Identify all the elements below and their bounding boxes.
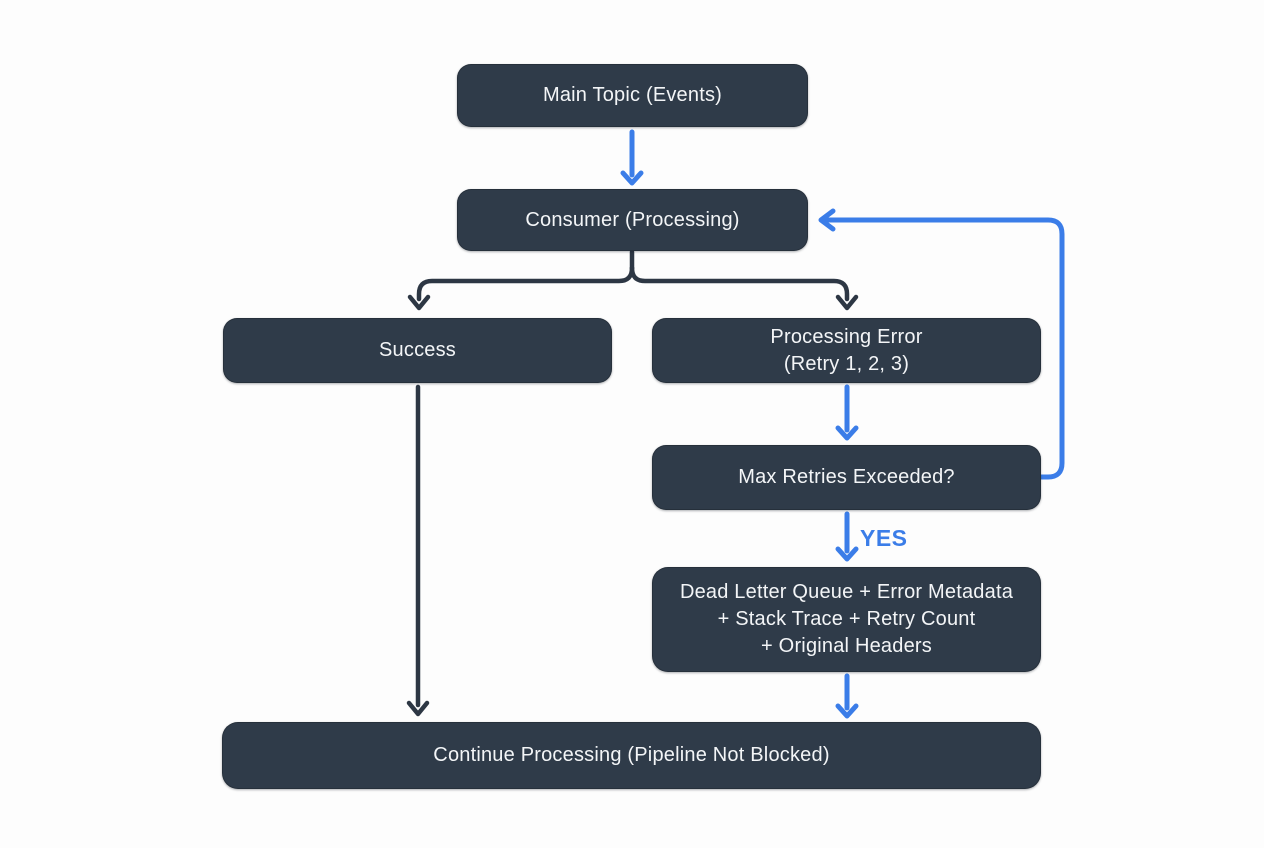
node-dead-letter-queue: Dead Letter Queue + Error Metadata + Sta… [652, 567, 1041, 672]
edge-error-to-max-retries [835, 384, 859, 441]
node-processing-error-line1: Processing Error [770, 325, 923, 348]
node-success: Success [223, 318, 612, 383]
edge-main-topic-to-consumer [620, 129, 644, 186]
node-consumer: Consumer (Processing) [457, 189, 808, 251]
node-consumer-label: Consumer (Processing) [525, 208, 740, 231]
edge-max-retries-to-dlq [835, 511, 859, 562]
node-dead-letter-line2: + Stack Trace + Retry Count [717, 608, 976, 630]
edge-label-yes: YES [860, 525, 908, 551]
node-dead-letter-line3: + Original Headers [761, 635, 932, 657]
node-continue-processing-label: Continue Processing (Pipeline Not Blocke… [433, 744, 830, 766]
node-processing-error: Processing Error (Retry 1, 2, 3) [652, 318, 1041, 383]
node-success-label: Success [379, 339, 456, 361]
node-dead-letter-line1: Dead Letter Queue + Error Metadata [679, 581, 1014, 603]
edge-success-to-continue [406, 384, 430, 717]
node-max-retries-label: Max Retries Exceeded? [738, 466, 955, 488]
node-processing-error-line2: (Retry 1, 2, 3) [783, 352, 910, 375]
node-main-topic: Main Topic (Events) [457, 64, 808, 127]
node-main-topic-label: Main Topic (Events) [542, 84, 723, 106]
edge-consumer-split [407, 249, 859, 311]
node-max-retries: Max Retries Exceeded? [652, 445, 1041, 510]
edge-dlq-to-continue [835, 673, 859, 719]
node-continue-processing: Continue Processing (Pipeline Not Blocke… [222, 722, 1041, 789]
